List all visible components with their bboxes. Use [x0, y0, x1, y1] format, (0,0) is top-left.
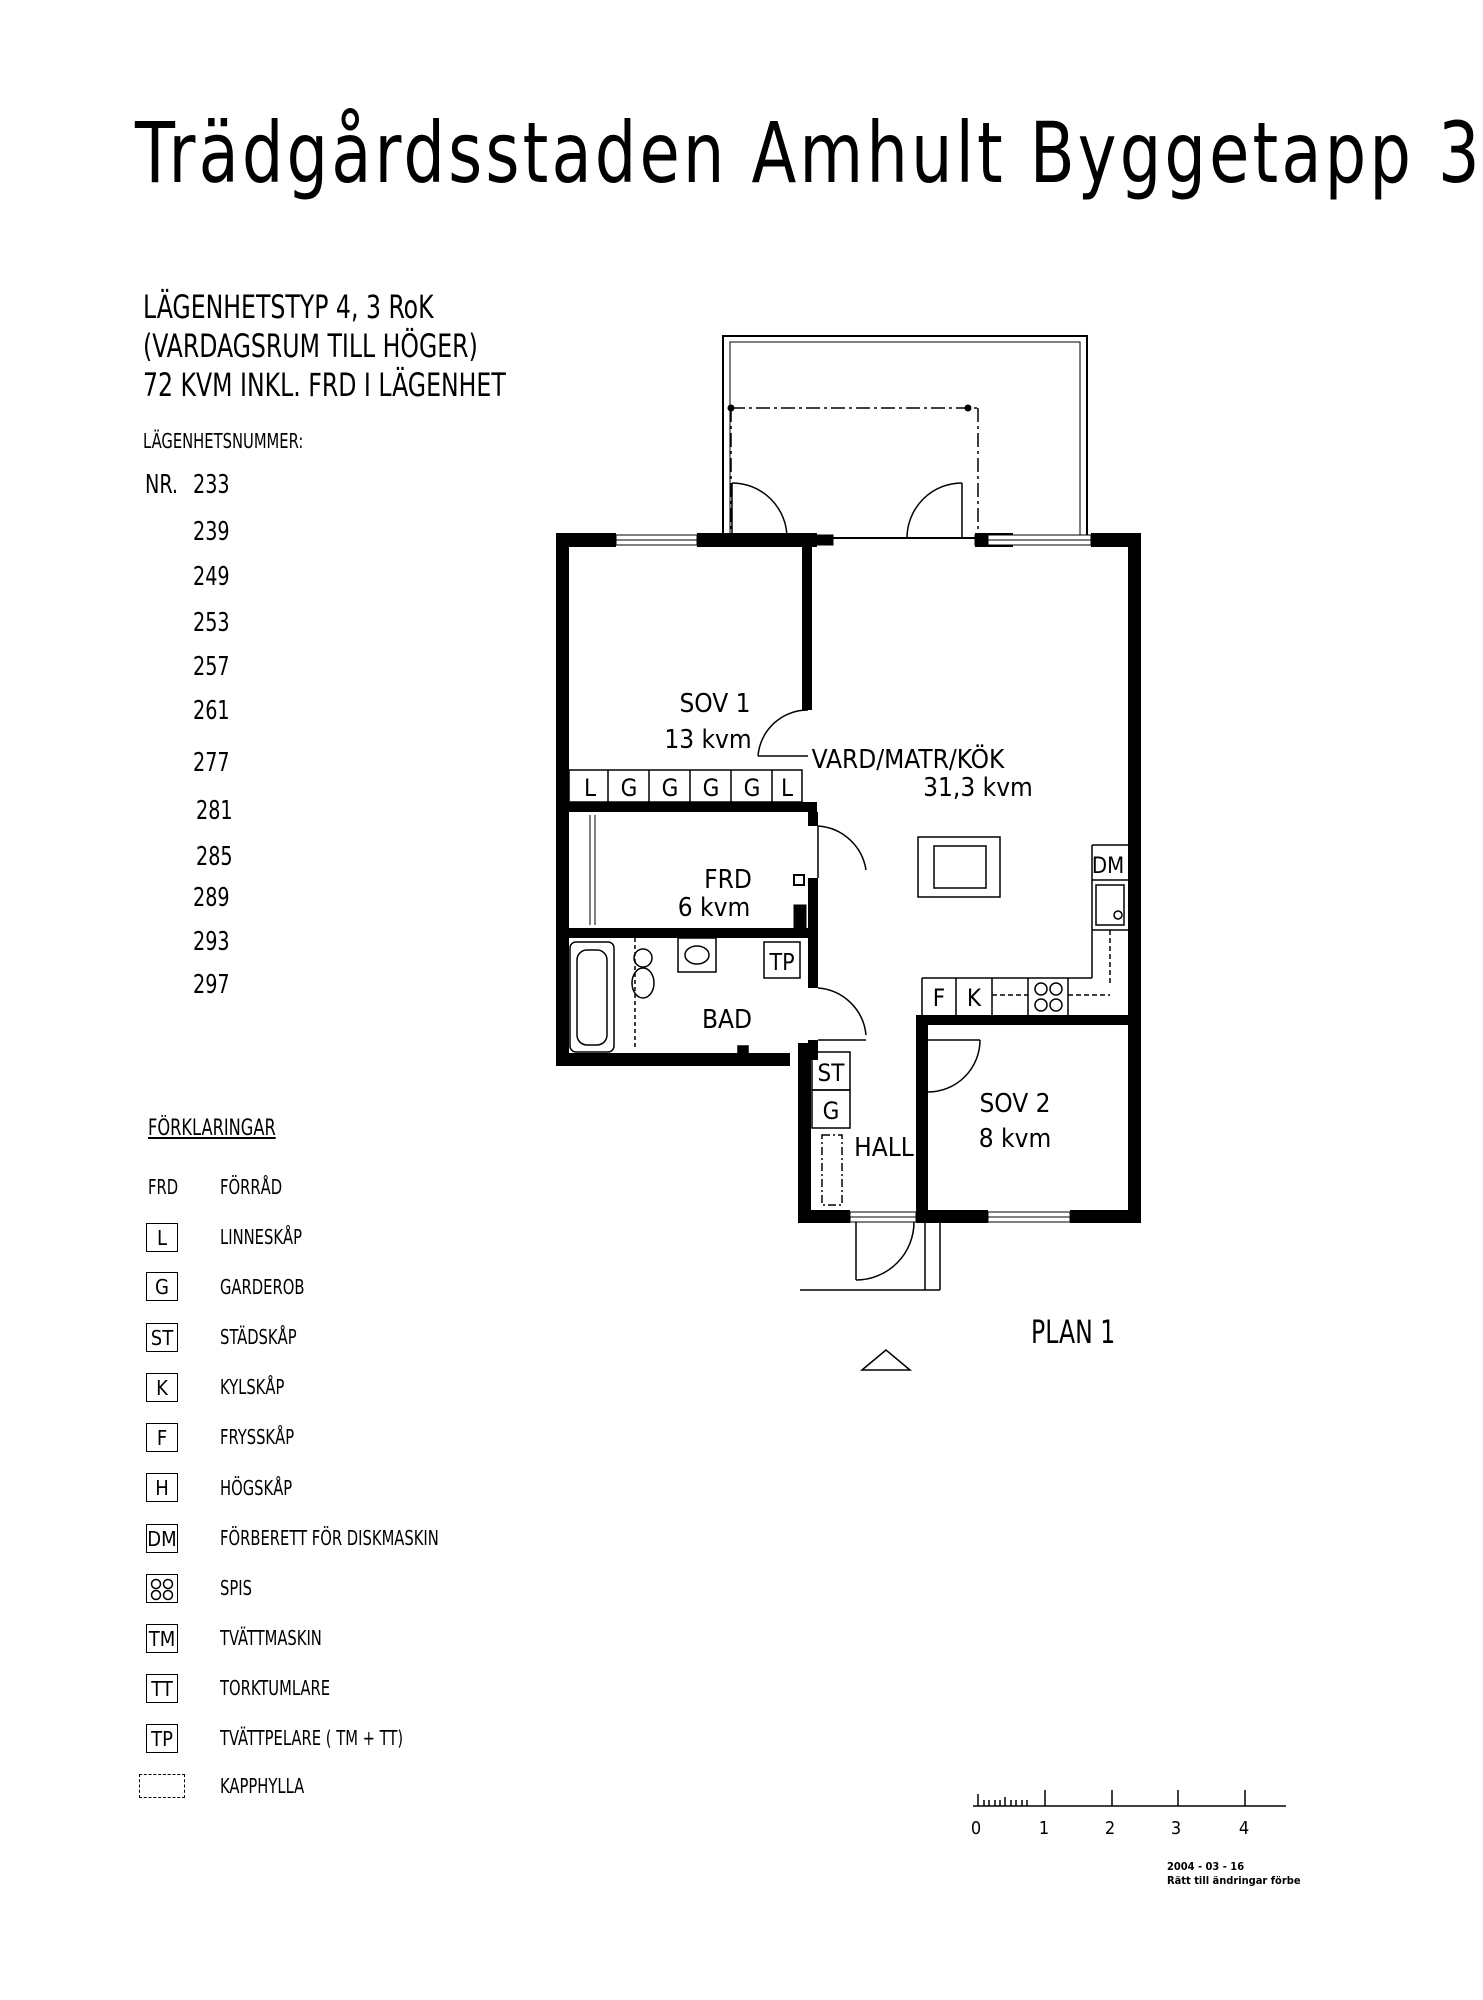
door-swings [731, 482, 981, 1291]
hall-closets [811, 1051, 851, 1206]
legend-box-tm: TM [146, 1624, 178, 1653]
legend-label: LINNESKÅP [220, 1225, 302, 1249]
hall-name: HALL [854, 1133, 914, 1163]
apartment-number: 289 [193, 883, 230, 913]
dashed-box-icon [139, 1774, 185, 1798]
scale-bar [973, 1790, 1286, 1807]
scale-tick: 1 [1039, 1818, 1049, 1839]
legend-heading: FÖRKLARINGAR [148, 1116, 276, 1141]
legend-box-tt: TT [146, 1674, 178, 1703]
legend-box-k: K [146, 1373, 178, 1402]
legend-label: TVÄTTPELARE ( TM + TT) [220, 1726, 404, 1750]
apartment-number: 277 [193, 748, 230, 778]
legend-label: HÖGSKÅP [220, 1476, 293, 1500]
wardrobe-g-1: G [621, 774, 638, 802]
sov1-name: SOV 1 [679, 689, 750, 719]
apartment-number: 249 [193, 562, 230, 592]
legend-box-l: L [146, 1223, 178, 1252]
numbers-heading: LÄGENHETSNUMMER: [143, 429, 304, 453]
k-label: K [967, 984, 982, 1012]
legend-box-st: ST [146, 1323, 178, 1352]
legend-box-h: H [146, 1473, 178, 1502]
kitchen-counter [921, 844, 1128, 1015]
legend-box-f: F [146, 1423, 178, 1452]
kitchen-island [917, 836, 1001, 898]
apartment-number: 239 [193, 517, 230, 547]
footer-date: 2004 - 03 - 16 [1167, 1860, 1245, 1873]
windows [615, 534, 1092, 1223]
floor-plan: L G G G G L TP [556, 335, 1286, 1839]
legend-box-dm: DM [146, 1524, 178, 1553]
numbers-prefix: NR. [145, 470, 179, 500]
scale-tick: 3 [1171, 1818, 1181, 1839]
wardrobe-l-1: L [584, 774, 596, 802]
dm-label: DM [1092, 854, 1124, 879]
legend-label: GARDEROB [220, 1275, 305, 1299]
tp-label: TP [768, 950, 794, 976]
scale-tick: 2 [1105, 1818, 1115, 1839]
entrance-arrow-icon [859, 1349, 913, 1371]
legend-label: SPIS [220, 1576, 252, 1600]
legend-label: KYLSKÅP [220, 1375, 285, 1399]
apartment-number: 253 [193, 608, 230, 638]
wardrobe-l-2: L [781, 774, 793, 802]
balcony [722, 335, 1088, 539]
apartment-number: 261 [193, 696, 230, 726]
page-title: Trädgårdsstaden Amhult Byggetapp 3 [135, 104, 1483, 202]
legend-label: STÄDSKÅP [220, 1325, 297, 1349]
vard-area: 31,3 kvm [923, 773, 1033, 803]
apartment-number: 281 [196, 796, 233, 826]
bad-name: BAD [702, 1005, 752, 1035]
legend-box-tp: TP [146, 1724, 178, 1753]
room-labels: SOV 1 13 kvm VARD/MATR/KÖK 31,3 kvm FRD … [664, 689, 1051, 1163]
legend-box-g: G [146, 1272, 178, 1301]
g-label: G [823, 1097, 840, 1125]
apartment-number: 293 [193, 927, 230, 957]
stove-icon [1034, 982, 1063, 1012]
apartment-number: 297 [193, 970, 230, 1000]
legend-code-frd: FRD [148, 1175, 179, 1199]
frd-shelf [589, 815, 807, 930]
stove-icon [146, 1574, 178, 1603]
scale-tick: 4 [1239, 1818, 1249, 1839]
bathroom-fixtures [569, 937, 801, 1055]
legend-label: TORKTUMLARE [220, 1676, 331, 1700]
legend-label: FÖRRÅD [220, 1175, 283, 1199]
sov1-area: 13 kvm [664, 725, 751, 755]
sov2-name: SOV 2 [979, 1089, 1050, 1119]
apartment-number: 285 [196, 842, 233, 872]
stove-icon-glyph [150, 1578, 174, 1600]
apartment-area: 72 KVM INKL. FRD I LÄGENHET [143, 366, 506, 404]
st-label: ST [818, 1059, 846, 1087]
scale-ticks: 0 1 2 3 4 [971, 1818, 1249, 1839]
wardrobe-labels: L G G G G L [584, 774, 793, 802]
apartment-number: 233 [193, 470, 230, 500]
plan-label: PLAN 1 [1031, 1313, 1116, 1351]
outer-walls [556, 533, 1141, 1223]
wardrobe-row [568, 769, 803, 803]
wardrobe-g-3: G [703, 774, 720, 802]
vard-name: VARD/MATR/KÖK [812, 743, 1005, 775]
legend-label: FRYSSKÅP [220, 1425, 295, 1449]
wardrobe-g-2: G [662, 774, 679, 802]
f-label: F [933, 984, 945, 1012]
legend-label: KAPPHYLLA [220, 1774, 305, 1798]
sov2-area: 8 kvm [979, 1124, 1051, 1154]
apartment-orientation: (VARDAGSRUM TILL HÖGER) [143, 327, 478, 365]
interior-walls [565, 545, 1141, 1220]
legend-label: FÖRBERETT FÖR DISKMASKIN [220, 1526, 439, 1550]
legend-label: TVÄTTMASKIN [220, 1626, 322, 1650]
frd-name: FRD [704, 865, 752, 895]
frd-area: 6 kvm [678, 893, 750, 923]
apartment-type: LÄGENHETSTYP 4, 3 RoK [143, 288, 434, 326]
wardrobe-g-4: G [744, 774, 761, 802]
apartment-number: 257 [193, 652, 230, 682]
scale-tick: 0 [971, 1818, 981, 1839]
footer-note: Rätt till ändringar förbe [1167, 1874, 1301, 1887]
